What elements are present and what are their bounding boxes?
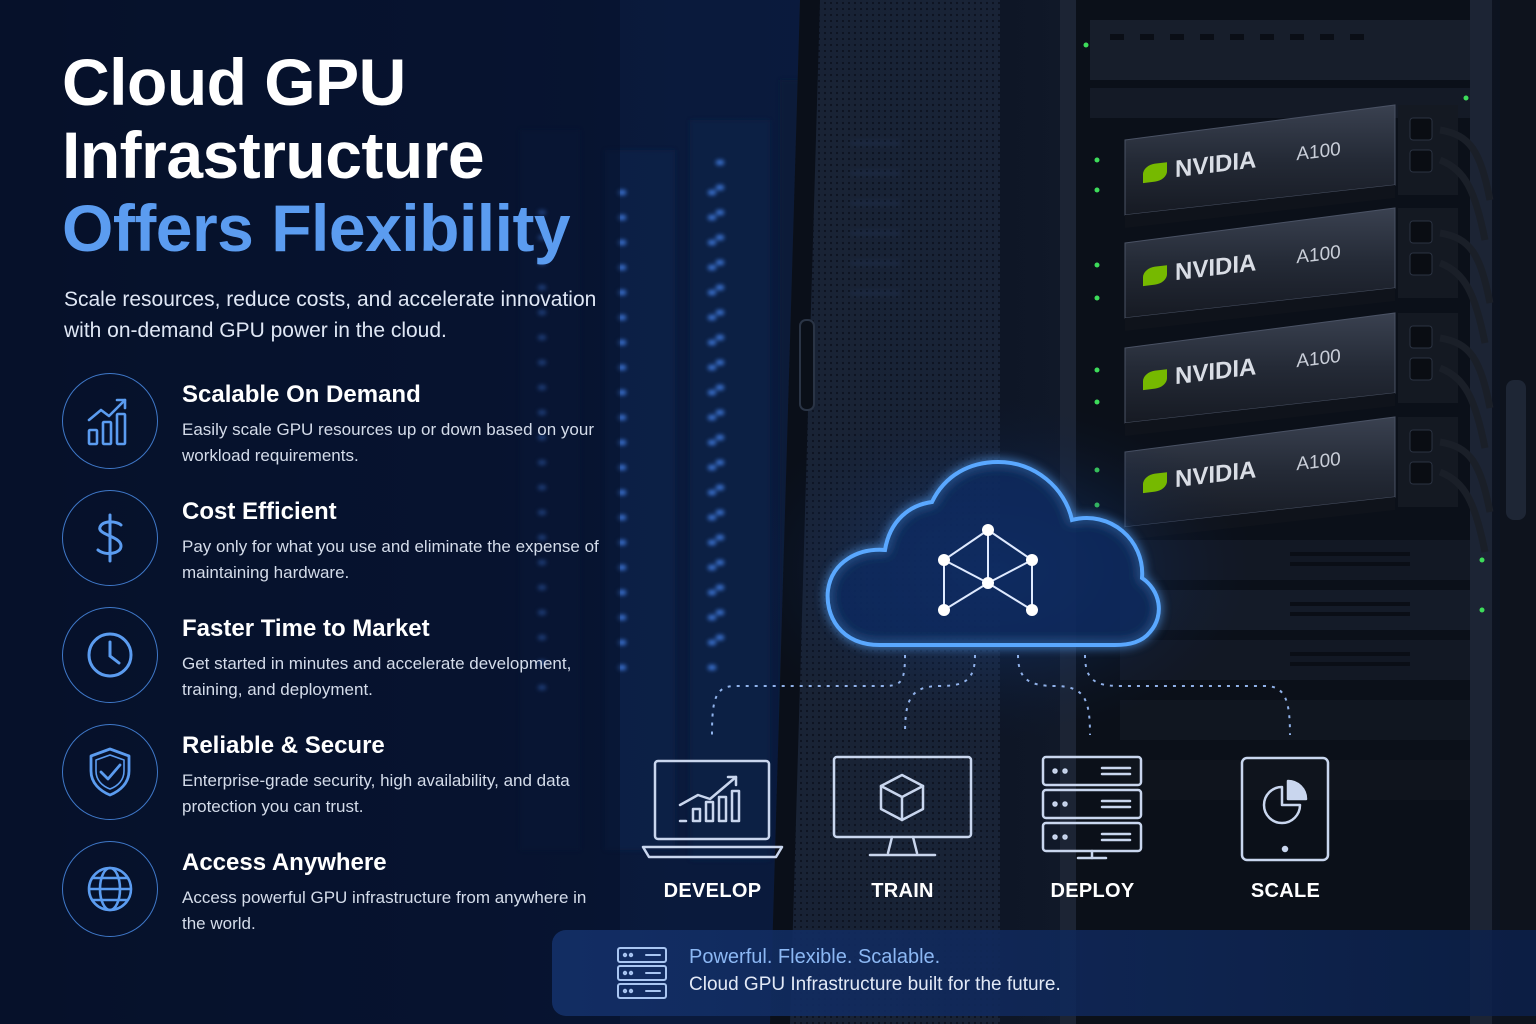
headline-line-2: Infrastructure: [62, 118, 485, 192]
feature-faster-time: Faster Time to Market Get started in min…: [62, 607, 622, 707]
shield-check-icon: [89, 747, 131, 797]
feature-icon-ring: [62, 373, 158, 469]
feature-title: Access Anywhere: [182, 849, 387, 876]
dollar-icon: [96, 513, 123, 563]
feature-reliable-secure: Reliable & Secure Enterprise-grade secur…: [62, 724, 622, 824]
feature-access-anywhere: Access Anywhere Access powerful GPU infr…: [62, 841, 622, 941]
bar-chart-growth-icon: [87, 398, 127, 446]
feature-icon-ring: [62, 841, 158, 937]
feature-title: Scalable On Demand: [182, 381, 421, 408]
feature-description: Pay only for what you use and eliminate …: [182, 537, 599, 582]
tablet-pie-icon: [1240, 756, 1330, 862]
step-label: SCALE: [1250, 880, 1321, 902]
server-stack-icon: [617, 947, 667, 999]
gpu-model: A100: [1296, 138, 1341, 166]
feature-title: Reliable & Secure: [182, 732, 385, 759]
monitor-cube-icon: [832, 755, 973, 857]
feature-icon-ring: [62, 607, 158, 703]
feature-title: Faster Time to Market: [182, 615, 430, 642]
gpu-model: A100: [1296, 241, 1341, 269]
footer-subline: Cloud GPU Infrastructure built for the f…: [689, 974, 1061, 995]
feature-description: Easily scale GPU resources up or down ba…: [182, 420, 594, 465]
feature-icon-ring: [62, 490, 158, 586]
nvidia-logo-icon: [1143, 472, 1167, 494]
feature-cost-efficient: Cost Efficient Pay only for what you use…: [62, 490, 622, 590]
nvidia-logo-icon: [1143, 369, 1167, 391]
footer-tagline: Powerful. Flexible. Scalable.: [689, 946, 941, 968]
headline: Cloud GPU Infrastructure Offers Flexibil…: [62, 45, 571, 265]
feature-icon-ring: [62, 724, 158, 820]
globe-icon: [87, 866, 133, 912]
nvidia-logo-icon: [1143, 162, 1167, 184]
feature-description: Access powerful GPU infrastructure from …: [182, 888, 587, 933]
gpu-model: A100: [1296, 345, 1341, 373]
gpu-model: A100: [1296, 448, 1341, 476]
cloud-network-icon: [825, 459, 1161, 647]
subheading: Scale resources, reduce costs, and accel…: [64, 288, 597, 342]
feature-title: Cost Efficient: [182, 498, 337, 525]
server-stack-icon: [1041, 755, 1143, 860]
clock-icon: [87, 632, 133, 678]
footer-banner: Powerful. Flexible. Scalable. Cloud GPU …: [552, 930, 1536, 1016]
feature-description: Enterprise-grade security, high availabi…: [182, 771, 570, 816]
headline-line-1: Cloud GPU: [62, 45, 406, 119]
headline-accent: Offers Flexibility: [62, 191, 571, 265]
feature-description: Get started in minutes and accelerate de…: [182, 654, 572, 699]
step-label: DEPLOY: [1050, 880, 1135, 902]
nvidia-logo-icon: [1143, 265, 1167, 287]
laptop-chart-icon: [641, 759, 784, 859]
feature-scalable: Scalable On Demand Easily scale GPU reso…: [62, 373, 622, 473]
step-label: DEVELOP: [663, 880, 762, 902]
step-label: TRAIN: [871, 880, 934, 902]
